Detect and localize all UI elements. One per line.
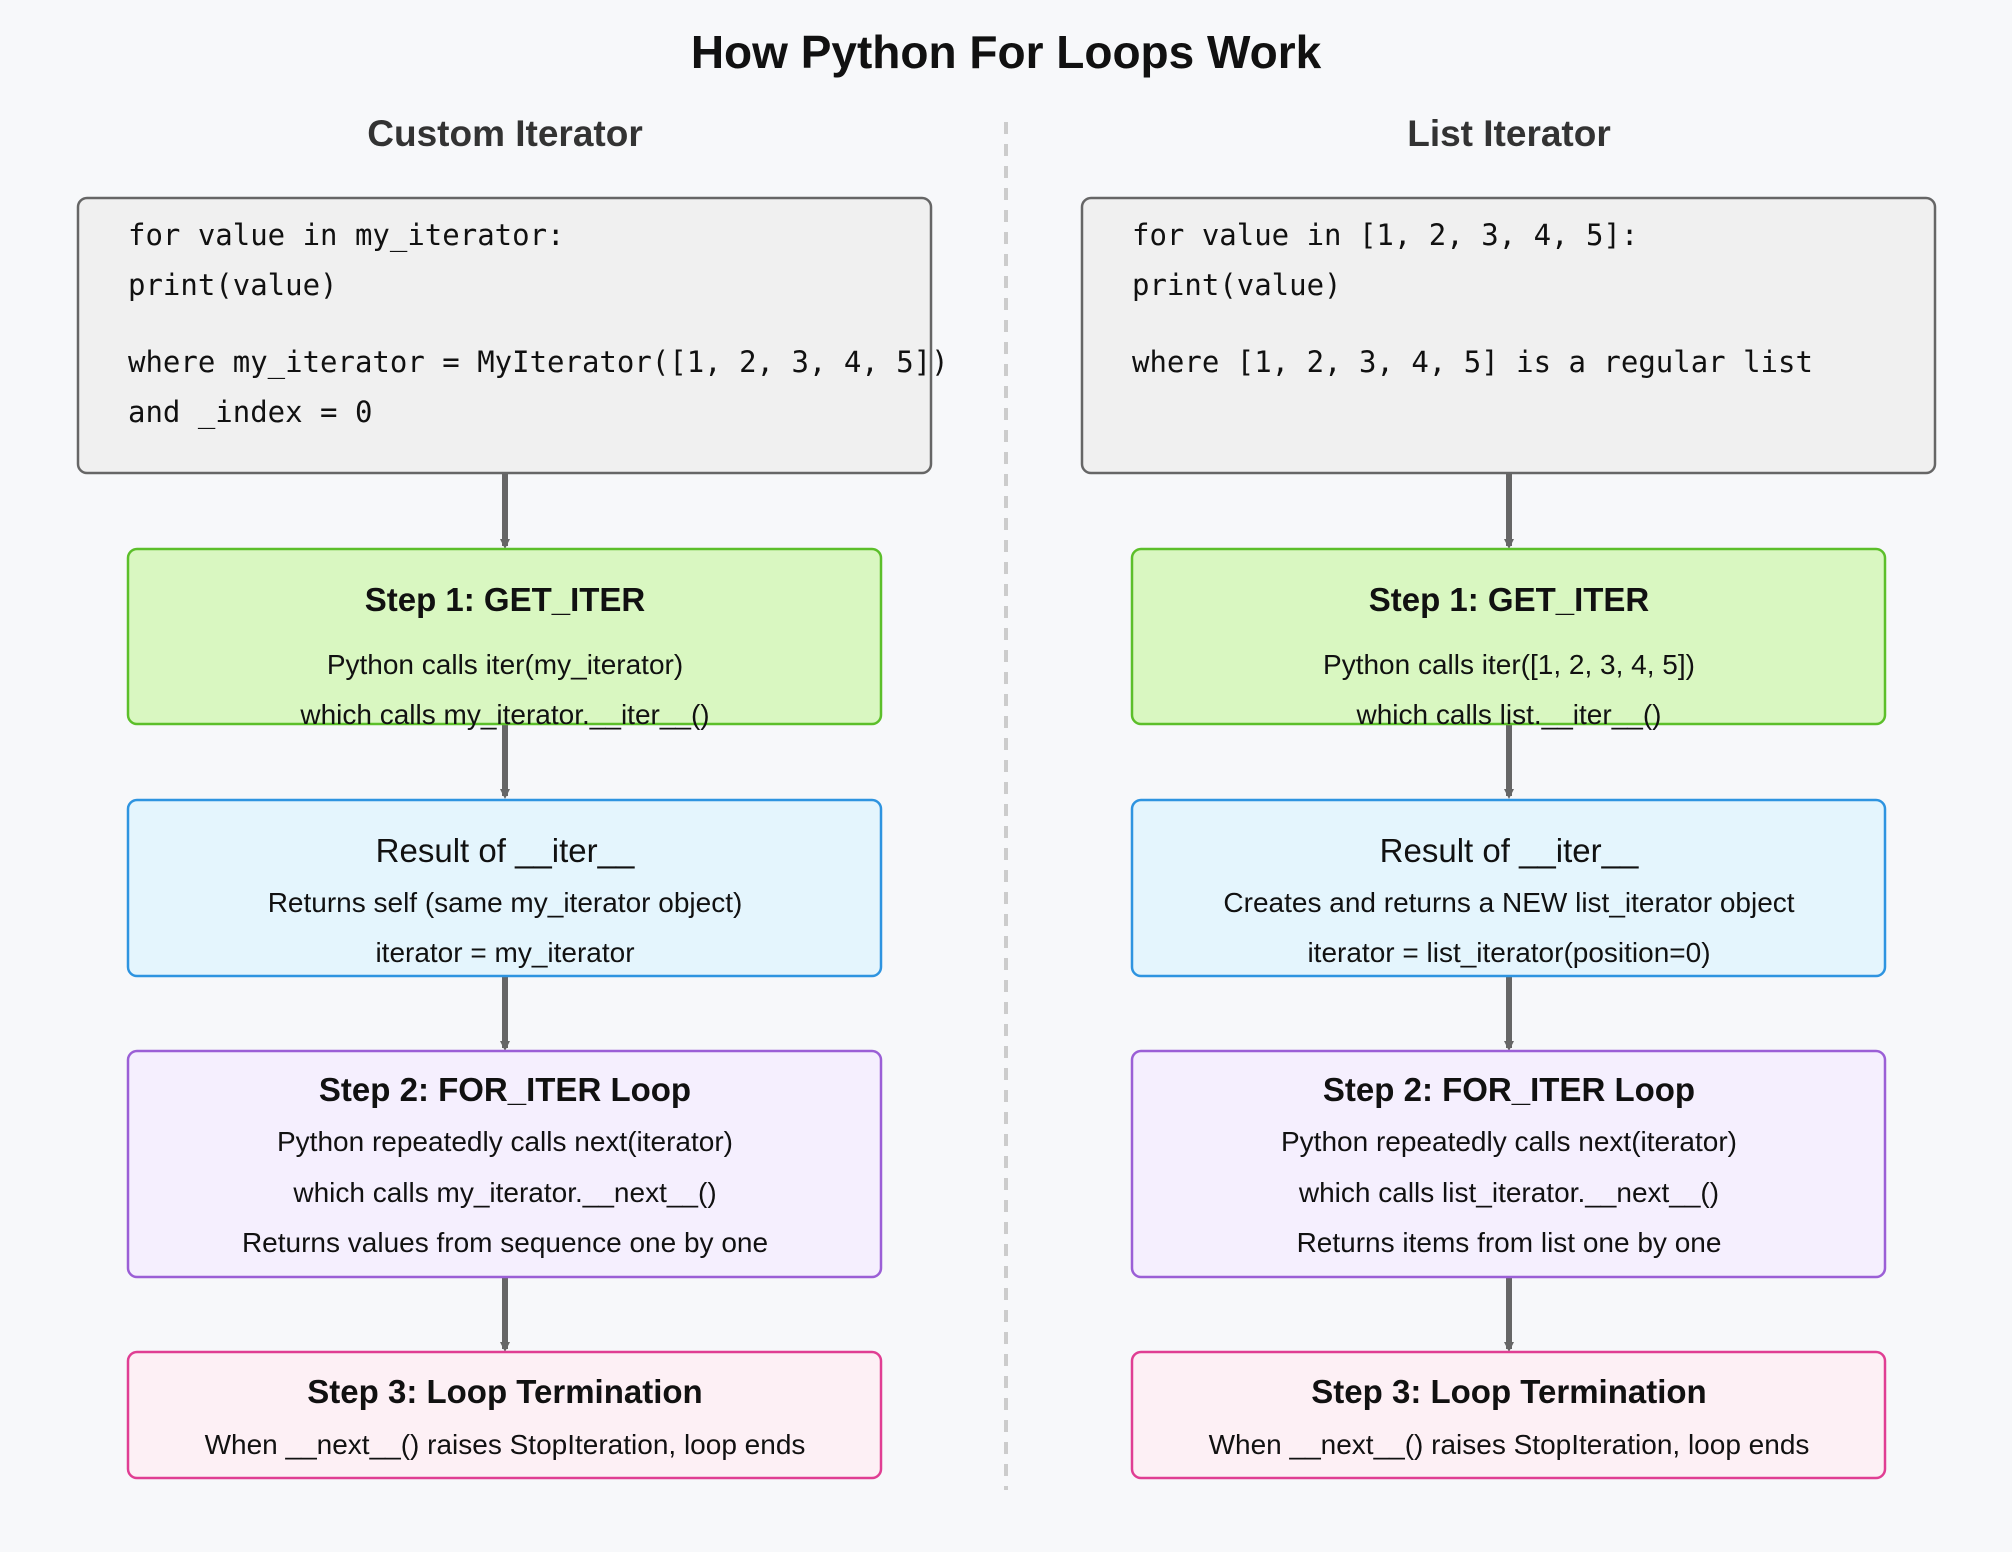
result-box: Result of __iter__ Returns self (same my… xyxy=(126,798,883,978)
step1-box-frame xyxy=(126,547,883,726)
step2-line: Python repeatedly calls next(iterator) xyxy=(277,1126,733,1157)
step3-title: Step 3: Loop Termination xyxy=(307,1373,702,1410)
code-line: print(value) xyxy=(1132,268,1342,302)
step2-box: Step 2: FOR_ITER Loop Python repeatedly … xyxy=(1130,1049,1887,1279)
step2-line: which calls my_iterator.__next__() xyxy=(292,1177,716,1208)
step2-title: Step 2: FOR_ITER Loop xyxy=(319,1071,691,1108)
step1-box: Step 1: GET_ITER Python calls iter(my_it… xyxy=(126,547,883,730)
step1-line: Python calls iter([1, 2, 3, 4, 5]) xyxy=(1323,649,1695,680)
code-line: for value in [1, 2, 3, 4, 5]: xyxy=(1132,218,1638,252)
step1-title: Step 1: GET_ITER xyxy=(365,581,646,618)
step1-box: Step 1: GET_ITER Python calls iter([1, 2… xyxy=(1130,547,1887,730)
column-heading: List Iterator xyxy=(1407,113,1611,154)
list-iterator-column: List Iterator for value in [1, 2, 3, 4, … xyxy=(1080,113,1937,1480)
code-line: for value in my_iterator: xyxy=(128,218,565,253)
result-line: iterator = my_iterator xyxy=(375,937,634,968)
code-box: for value in my_iterator: print(value) w… xyxy=(76,196,949,475)
code-line: print(value) xyxy=(128,268,338,302)
result-line: Creates and returns a NEW list_iterator … xyxy=(1223,887,1794,918)
code-line: where my_iterator = MyIterator([1, 2, 3,… xyxy=(128,345,949,380)
result-line: Returns self (same my_iterator object) xyxy=(268,887,743,918)
step3-line: When __next__() raises StopIteration, lo… xyxy=(205,1429,806,1460)
step3-title: Step 3: Loop Termination xyxy=(1311,1373,1706,1410)
code-box: for value in [1, 2, 3, 4, 5]: print(valu… xyxy=(1080,196,1937,475)
result-box: Result of __iter__ Creates and returns a… xyxy=(1130,798,1887,978)
step2-line: Python repeatedly calls next(iterator) xyxy=(1281,1126,1737,1157)
result-title: Result of __iter__ xyxy=(1380,832,1639,869)
step3-box-frame xyxy=(126,1350,883,1480)
result-box-frame xyxy=(1130,798,1887,978)
step3-line: When __next__() raises StopIteration, lo… xyxy=(1209,1429,1810,1460)
result-box-frame xyxy=(126,798,883,978)
step1-title: Step 1: GET_ITER xyxy=(1369,581,1650,618)
step3-box-frame xyxy=(1130,1350,1887,1480)
code-line: and _index = 0 xyxy=(128,395,372,430)
step2-title: Step 2: FOR_ITER Loop xyxy=(1323,1071,1695,1108)
code-line: where [1, 2, 3, 4, 5] is a regular list xyxy=(1132,345,1813,379)
step2-line: Returns values from sequence one by one xyxy=(242,1227,768,1258)
step1-line: which calls my_iterator.__iter__() xyxy=(299,699,709,730)
step2-box-frame xyxy=(1130,1049,1887,1279)
step1-line: which calls list.__iter__() xyxy=(1356,699,1662,730)
result-title: Result of __iter__ xyxy=(376,832,635,869)
step2-line: Returns items from list one by one xyxy=(1297,1227,1722,1258)
custom-iterator-column: Custom Iterator for value in my_iterator… xyxy=(76,113,949,1480)
diagram-title: How Python For Loops Work xyxy=(691,26,1322,78)
step1-box-frame xyxy=(1130,547,1887,726)
column-heading: Custom Iterator xyxy=(367,113,642,154)
step2-line: which calls list_iterator.__next__() xyxy=(1298,1177,1719,1208)
step3-box: Step 3: Loop Termination When __next__()… xyxy=(126,1350,883,1480)
step1-line: Python calls iter(my_iterator) xyxy=(327,649,683,680)
step2-box: Step 2: FOR_ITER Loop Python repeatedly … xyxy=(126,1049,883,1279)
step2-box-frame xyxy=(126,1049,883,1279)
step3-box: Step 3: Loop Termination When __next__()… xyxy=(1130,1350,1887,1480)
result-line: iterator = list_iterator(position=0) xyxy=(1307,937,1710,968)
